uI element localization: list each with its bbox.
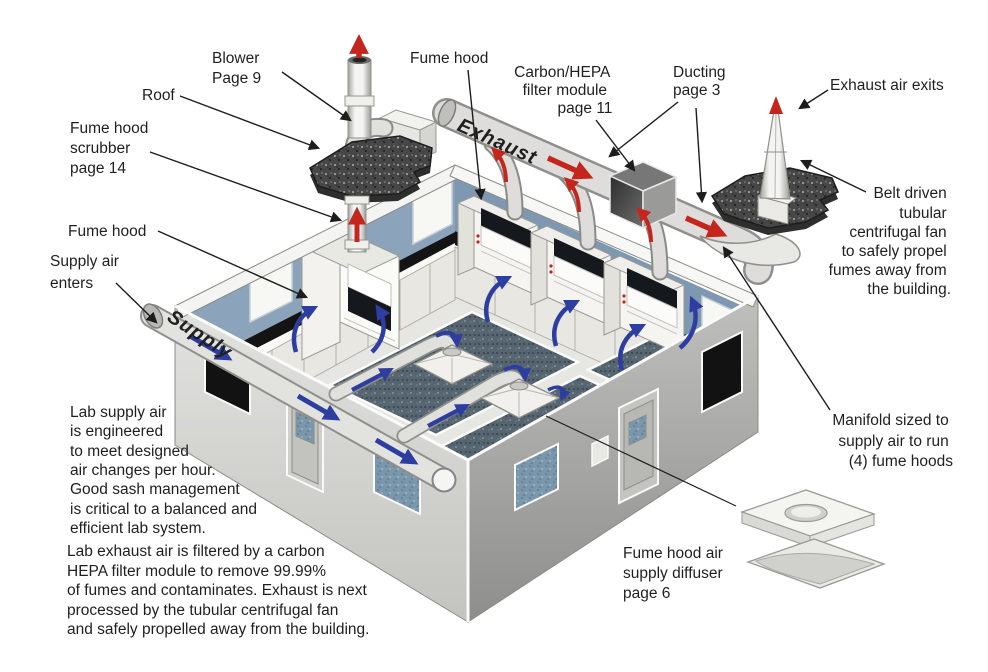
diffuser-detail-drawing xyxy=(740,489,886,589)
leader-manifold xyxy=(722,246,831,411)
se-door-window xyxy=(628,414,647,446)
fume-hoods-ne xyxy=(456,195,686,357)
label-fume-hood-top: Fume hood xyxy=(410,50,488,67)
ceiling-diffuser-2 xyxy=(479,378,561,419)
leader-supply-air xyxy=(115,282,158,324)
label-ducting: Ducting page 3 xyxy=(673,64,730,99)
leader-carbon-hepa xyxy=(595,119,636,172)
exhaust-exit-arrow xyxy=(769,96,783,114)
leader-blower xyxy=(281,71,352,122)
supply-system xyxy=(140,303,561,493)
building-exterior xyxy=(174,164,759,623)
supply-duct-end-cap xyxy=(431,467,457,493)
supply-note-text: Lab supply air is engineered to meet des… xyxy=(70,404,261,537)
leader-fume-hood-top xyxy=(467,69,486,201)
label-supply-air: Supply air enters xyxy=(50,253,123,292)
leader-scrubber xyxy=(149,151,343,223)
label-blower: Blower Page 9 xyxy=(212,50,264,87)
exhaust-note-text: Lab exhaust air is filtered by a carbon … xyxy=(67,543,371,638)
ceiling-diffuser-1 xyxy=(412,344,494,385)
label-roof: Roof xyxy=(142,87,175,104)
leader-lines xyxy=(115,69,867,507)
label-scrubber: Fume hood scrubber page 14 xyxy=(70,120,153,177)
scrubber-duct xyxy=(344,195,370,253)
label-belt-fan: Belt driven tubular centrifugal fan to s… xyxy=(829,185,951,298)
leader-ducting-1 xyxy=(608,101,679,158)
label-diffuser: Fume hood air supply diffuser page 6 xyxy=(623,545,727,602)
leader-belt-fan xyxy=(799,159,867,193)
label-carbon-hepa: Carbon/HEPA filter module page 11 xyxy=(514,64,614,117)
se-door xyxy=(618,387,659,505)
se-window-dark xyxy=(701,330,743,414)
blower-stack xyxy=(344,56,375,139)
label-manifold: Manifold sized to supply air to run (4) … xyxy=(832,412,953,470)
label-fume-hood-left: Fume hood xyxy=(68,223,146,240)
sw-door xyxy=(286,398,324,494)
leader-fume-hood-left xyxy=(157,230,309,299)
callout-labels: Blower Page 9 Roof Fume hood scrubber pa… xyxy=(50,50,953,602)
exhaust-system xyxy=(432,96,839,285)
blower-roof-pad xyxy=(309,135,433,197)
note-paragraphs: Lab supply air is engineered to meet des… xyxy=(67,404,371,638)
leader-diffuser xyxy=(545,415,737,507)
fume-hood-unit-1 xyxy=(456,195,540,297)
blower-assembly xyxy=(309,34,438,253)
leader-exhaust-exits xyxy=(798,89,829,110)
se-window-speckled-1 xyxy=(514,442,559,512)
leader-roof xyxy=(179,95,321,151)
supply-flow-arrows xyxy=(188,330,531,465)
label-exhaust-exits: Exhaust air exits xyxy=(830,77,944,94)
leader-ducting-2 xyxy=(695,107,708,204)
exhaust-flow-arrows xyxy=(490,146,728,243)
exhaust-stack-cone xyxy=(756,96,798,225)
air-circulation-arrows xyxy=(291,275,704,402)
